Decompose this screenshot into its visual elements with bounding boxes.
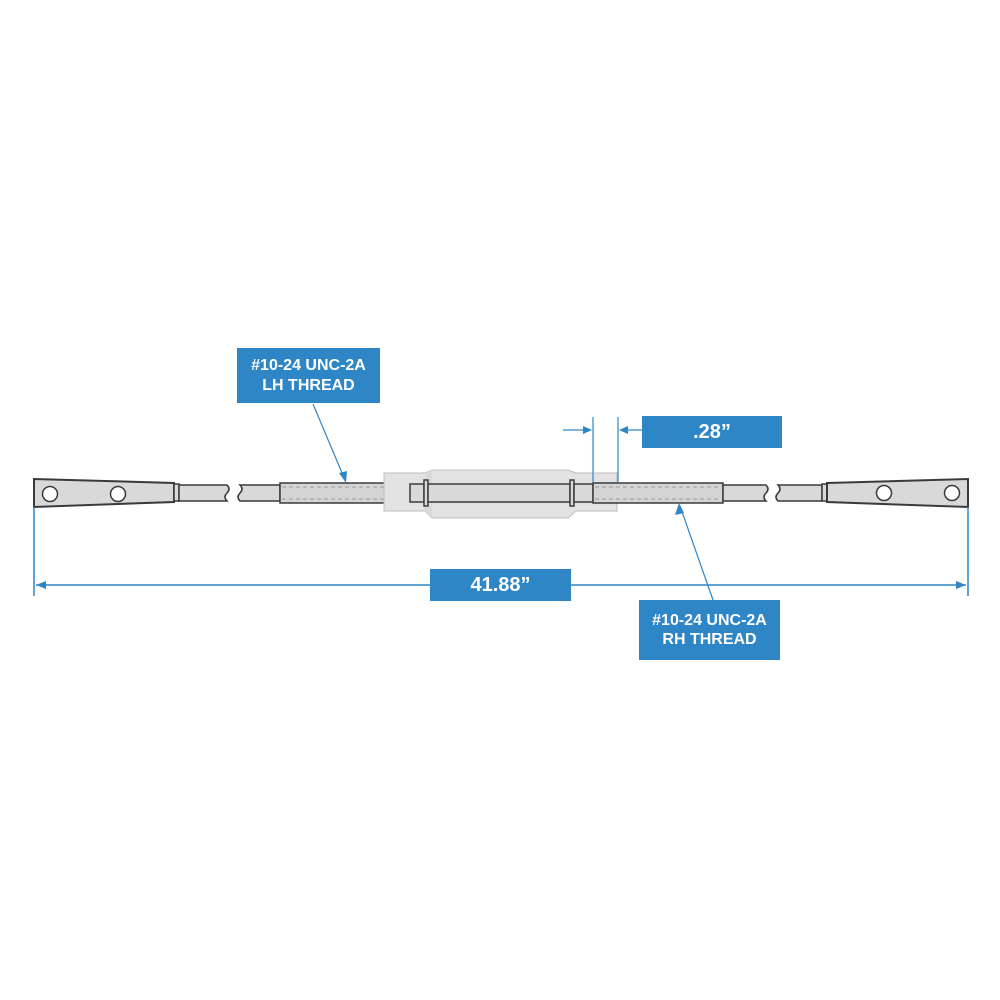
lh-thread-direction: LH THREAD [262,376,355,394]
arrowhead-left-icon [619,426,628,434]
rh-thread-direction: RH THREAD [662,631,757,648]
right-end-fitting [821,477,969,509]
overall-length-label: 41.88” [430,569,571,601]
right-rod-break [722,484,823,502]
arrowhead-right-icon [583,426,592,434]
gap-dimension-label: .28” [642,416,782,448]
left-end-hole-inner [109,485,127,503]
left-end-hole-outer [41,485,59,503]
lh-thread-callout: #10-24 UNC-2A LH THREAD [237,348,380,403]
right-end-hole-inner [875,484,893,502]
left-end-fitting [33,477,180,509]
left-rod-break [178,484,281,502]
rh-thread-callout: #10-24 UNC-2A RH THREAD [639,600,780,660]
gap-dimension-line [563,417,642,482]
arrowhead-left-icon [36,581,46,589]
rh-leader-line [675,503,714,601]
lh-thread-spec: #10-24 UNC-2A [251,357,366,375]
lh-leader-line [312,403,347,483]
turnbuckle-body [383,469,618,519]
overall-length-value: 41.88” [470,574,531,596]
arrowhead-right-icon [956,581,966,589]
rh-threaded-rod [592,482,724,504]
right-end-hole-outer [943,484,961,502]
rh-thread-spec: #10-24 UNC-2A [652,611,767,629]
gap-dimension-value: .28” [693,421,731,443]
